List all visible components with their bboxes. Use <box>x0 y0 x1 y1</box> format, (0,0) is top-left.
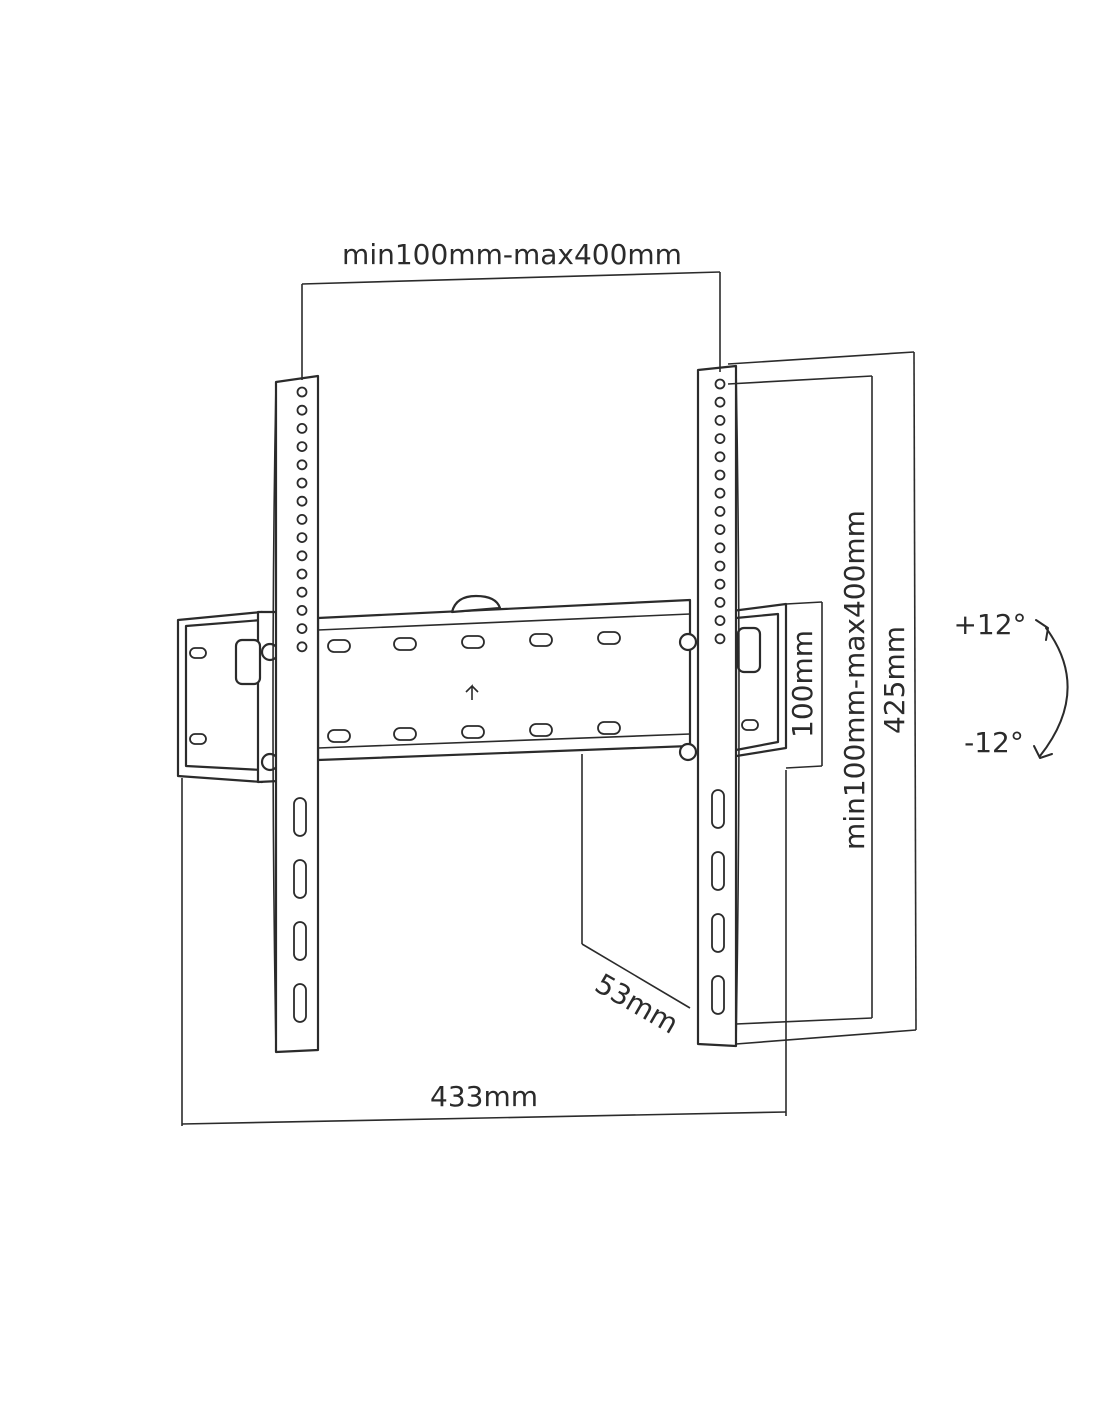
wall-plate <box>176 594 788 784</box>
dimension-overall-height: 425mm <box>878 626 911 734</box>
mounting-hole <box>296 550 308 562</box>
dimension-lines <box>181 271 917 1126</box>
rail-slot <box>529 633 553 647</box>
mounting-hole <box>296 568 308 580</box>
arm-slot <box>711 975 725 1015</box>
mounting-hole <box>714 578 726 590</box>
screw-icon <box>678 742 698 762</box>
mounting-hole <box>296 605 308 616</box>
rail-slot <box>327 729 351 743</box>
arm-slot <box>711 913 725 953</box>
arm-slot <box>711 789 725 829</box>
dimension-vertical-spacing: min100mm-max400mm <box>838 510 871 850</box>
dimension-horizontal-spacing: min100mm-max400mm <box>342 238 682 271</box>
mounting-hole <box>296 441 308 453</box>
screw-icon <box>678 632 698 652</box>
tilt-down-label: -12° <box>964 726 1024 759</box>
mounting-hole <box>296 623 308 634</box>
arm-slot <box>293 921 307 961</box>
rail-slot <box>597 631 621 645</box>
mounting-hole <box>714 597 726 608</box>
right-vertical-arm <box>696 364 740 1048</box>
rail-slot <box>327 639 351 653</box>
mounting-hole <box>714 633 726 645</box>
mounting-hole <box>296 514 308 525</box>
mounting-hole <box>714 615 726 626</box>
mounting-hole <box>296 641 308 653</box>
mounting-hole <box>714 433 726 445</box>
left-vertical-arm <box>272 374 320 1054</box>
mounting-hole <box>296 495 308 507</box>
mounting-hole <box>296 404 308 416</box>
tilt-indicator <box>1033 619 1069 759</box>
dimension-rail-height: 100mm <box>786 630 819 738</box>
rail-slot <box>393 727 417 741</box>
arrow-down-icon <box>1033 745 1053 759</box>
mounting-hole <box>296 477 308 489</box>
mounting-hole <box>714 487 726 499</box>
mounting-hole <box>714 542 726 554</box>
mounting-hole <box>714 524 726 535</box>
mounting-hole <box>714 451 726 463</box>
dimension-wall-distance: 53mm <box>589 967 684 1041</box>
arm-slot <box>711 851 725 891</box>
tilt-knob <box>234 638 262 686</box>
arm-slot <box>293 983 307 1023</box>
mounting-hole <box>714 396 726 408</box>
rail-slot <box>461 635 485 649</box>
tilt-knob <box>736 626 762 674</box>
arrow-up-icon <box>1035 619 1049 641</box>
mounting-hole <box>714 505 726 517</box>
mounting-hole <box>714 414 726 426</box>
arm-slot <box>293 797 307 837</box>
up-arrow-icon <box>465 684 479 700</box>
rail-slot <box>597 721 621 735</box>
mounting-hole <box>714 469 726 481</box>
tilt-up-label: +12° <box>953 608 1026 641</box>
mounting-hole <box>296 586 308 598</box>
mounting-hole <box>714 560 726 572</box>
rail-slot <box>529 723 553 737</box>
mounting-hole <box>296 459 308 471</box>
mounting-hole <box>296 386 308 398</box>
mounting-hole <box>296 422 308 434</box>
mounting-hole <box>296 532 308 543</box>
mounting-hole <box>714 378 726 390</box>
arm-slot <box>293 859 307 899</box>
rail-slot <box>461 725 485 739</box>
rail-slot <box>393 637 417 651</box>
dimension-overall-width: 433mm <box>430 1080 538 1113</box>
